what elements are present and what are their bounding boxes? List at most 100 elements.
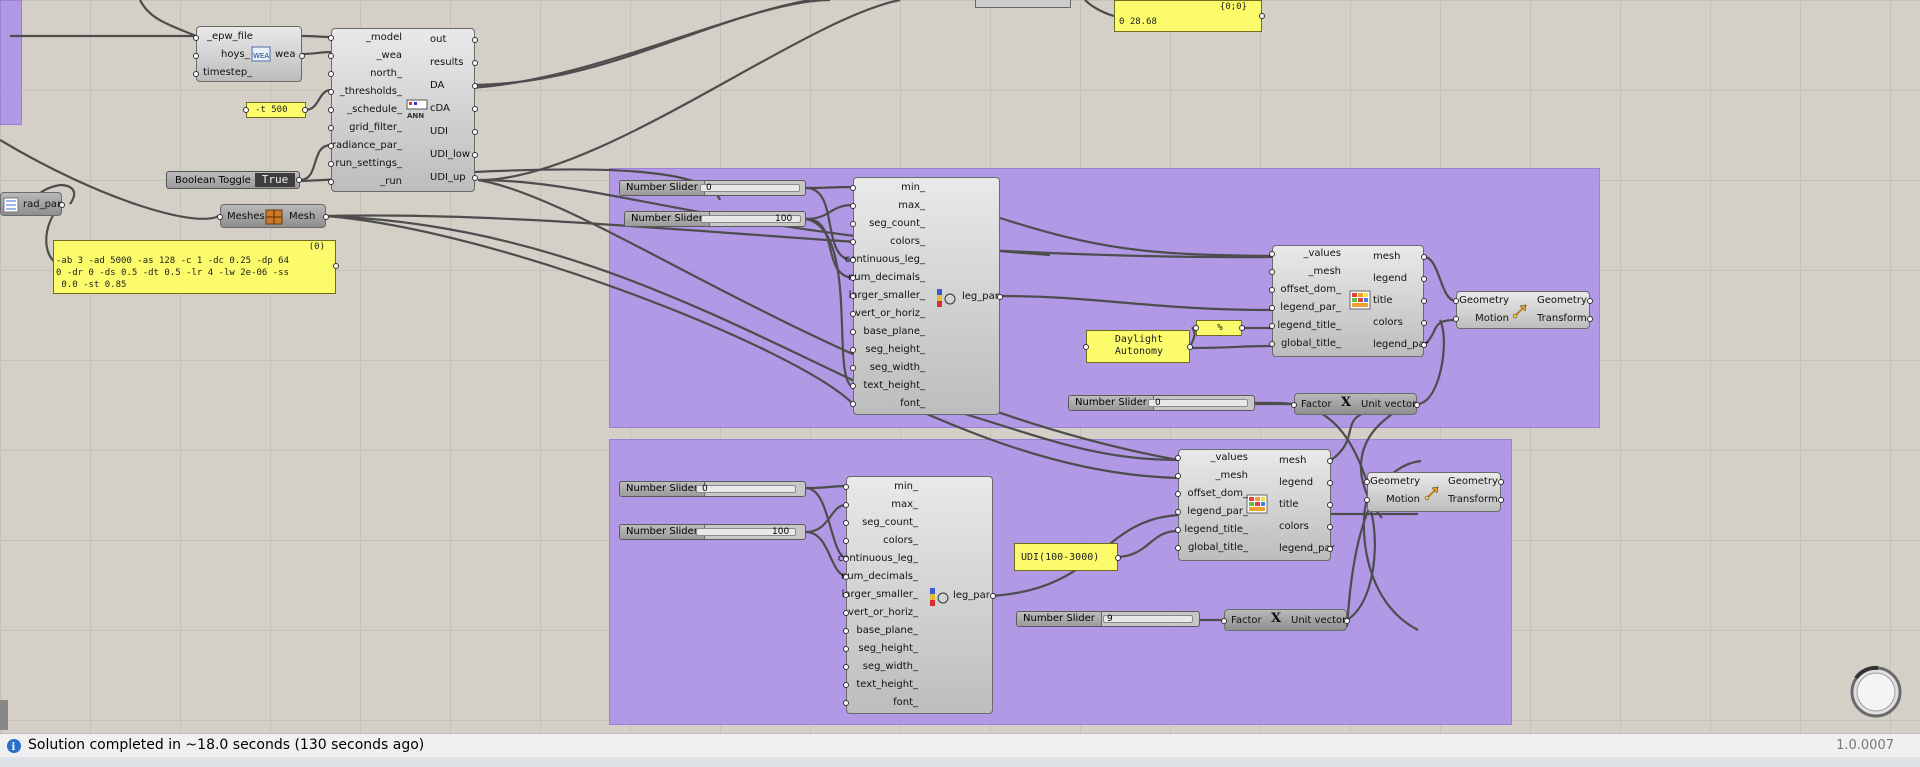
port[interactable]: [1083, 344, 1089, 350]
port[interactable]: [1175, 509, 1181, 515]
navigation-compass-icon[interactable]: [1848, 664, 1904, 720]
port[interactable]: [243, 107, 249, 113]
port[interactable]: [328, 107, 334, 113]
port[interactable]: [1269, 269, 1275, 275]
port[interactable]: [843, 664, 849, 670]
port[interactable]: [850, 293, 856, 299]
port[interactable]: [1453, 298, 1459, 304]
port[interactable]: [472, 106, 478, 112]
port[interactable]: [843, 592, 849, 598]
wea-from-epw-component[interactable]: _epw_file hoys_ timestep_ WEA wea: [193, 26, 305, 82]
port[interactable]: [472, 60, 478, 66]
port[interactable]: [1187, 344, 1193, 350]
port[interactable]: [472, 152, 478, 158]
port[interactable]: [1115, 555, 1121, 561]
port[interactable]: [1259, 13, 1265, 19]
unit-vector-component-a[interactable]: Factor X Unit vector: [1291, 393, 1420, 415]
port[interactable]: [850, 185, 856, 191]
port[interactable]: [850, 401, 856, 407]
port[interactable]: [843, 700, 849, 706]
port[interactable]: [217, 214, 223, 220]
port[interactable]: [472, 83, 478, 89]
port[interactable]: [1421, 342, 1427, 348]
left-group-top[interactable]: [0, 0, 22, 125]
port[interactable]: [193, 53, 199, 59]
number-slider-max-b[interactable]: Number Slider 100: [619, 524, 806, 540]
number-slider-factor-b[interactable]: Number Slider 9: [1016, 611, 1200, 627]
port[interactable]: [1269, 323, 1275, 329]
port[interactable]: [843, 610, 849, 616]
rad-par-component[interactable]: rad_par: [0, 192, 65, 216]
port[interactable]: [1269, 287, 1275, 293]
number-slider-min-a[interactable]: Number Slider 0: [619, 180, 806, 196]
port[interactable]: [1175, 545, 1181, 551]
port[interactable]: [843, 484, 849, 490]
udi-range-panel[interactable]: UDI(100-3000): [1014, 543, 1121, 571]
port[interactable]: [472, 175, 478, 181]
number-slider-max-a[interactable]: Number Slider 100: [624, 211, 806, 227]
port[interactable]: [850, 383, 856, 389]
rad-par-output-port[interactable]: [59, 202, 65, 208]
port[interactable]: [1175, 527, 1181, 533]
grasshopper-canvas[interactable]: rad_par _epw_file hoys_ timestep_ WEA we…: [0, 0, 1920, 733]
slider-track[interactable]: [696, 528, 796, 536]
port[interactable]: [1453, 316, 1459, 322]
meshes-component[interactable]: Meshes Mesh: [217, 204, 329, 228]
port[interactable]: [328, 89, 334, 95]
port[interactable]: [1587, 298, 1593, 304]
threshold-panel[interactable]: -t 500: [243, 102, 308, 118]
boolean-toggle[interactable]: Boolean Toggle True: [166, 171, 302, 189]
port[interactable]: [1269, 251, 1275, 257]
port[interactable]: [843, 502, 849, 508]
port[interactable]: [1193, 325, 1199, 331]
slider-track[interactable]: [696, 485, 796, 493]
port[interactable]: [323, 214, 329, 220]
port[interactable]: [1327, 480, 1333, 486]
port[interactable]: [328, 179, 334, 185]
port[interactable]: [850, 203, 856, 209]
port[interactable]: [843, 682, 849, 688]
port[interactable]: [328, 71, 334, 77]
port[interactable]: [1291, 402, 1297, 408]
port[interactable]: [328, 125, 334, 131]
port[interactable]: [328, 161, 334, 167]
port[interactable]: [1327, 524, 1333, 530]
port[interactable]: [850, 347, 856, 353]
port[interactable]: [193, 71, 199, 77]
port[interactable]: [1175, 473, 1181, 479]
port[interactable]: [1498, 497, 1504, 503]
port[interactable]: [328, 143, 334, 149]
slider-track[interactable]: [701, 215, 801, 223]
port[interactable]: [1269, 341, 1275, 347]
number-slider-min-b[interactable]: Number Slider 0: [619, 481, 806, 497]
top-result-panel[interactable]: {0;0} 0 28.68: [1114, 0, 1265, 32]
port[interactable]: [850, 311, 856, 317]
port[interactable]: [850, 329, 856, 335]
unit-vector-component-b[interactable]: Factor X Unit vector: [1221, 609, 1350, 631]
legend-parameters-component-a[interactable]: leg_par min_max_seg_count_colors_continu…: [845, 177, 1003, 415]
port[interactable]: [850, 257, 856, 263]
port[interactable]: [843, 520, 849, 526]
port[interactable]: [193, 35, 199, 41]
port[interactable]: [850, 239, 856, 245]
port[interactable]: [328, 53, 334, 59]
port[interactable]: [1414, 402, 1420, 408]
port[interactable]: [1221, 618, 1227, 624]
daylight-autonomy-panel[interactable]: Daylight Autonomy: [1083, 330, 1193, 363]
port[interactable]: [472, 37, 478, 43]
port[interactable]: [843, 646, 849, 652]
left-scroll-indicator[interactable]: [0, 700, 8, 730]
port[interactable]: [1364, 479, 1370, 485]
port[interactable]: [1421, 320, 1427, 326]
port[interactable]: [1239, 325, 1245, 331]
annual-daylight-component[interactable]: _model _wea north_ _thresholds_ _schedul…: [328, 28, 478, 192]
port[interactable]: [328, 35, 334, 41]
port[interactable]: [843, 574, 849, 580]
port[interactable]: [302, 107, 308, 113]
radiance-parameters-panel[interactable]: (0) -ab 3 -ad 5000 -as 128 -c 1 -dc 0.25…: [53, 240, 339, 294]
port[interactable]: [1327, 502, 1333, 508]
port[interactable]: [990, 593, 996, 599]
